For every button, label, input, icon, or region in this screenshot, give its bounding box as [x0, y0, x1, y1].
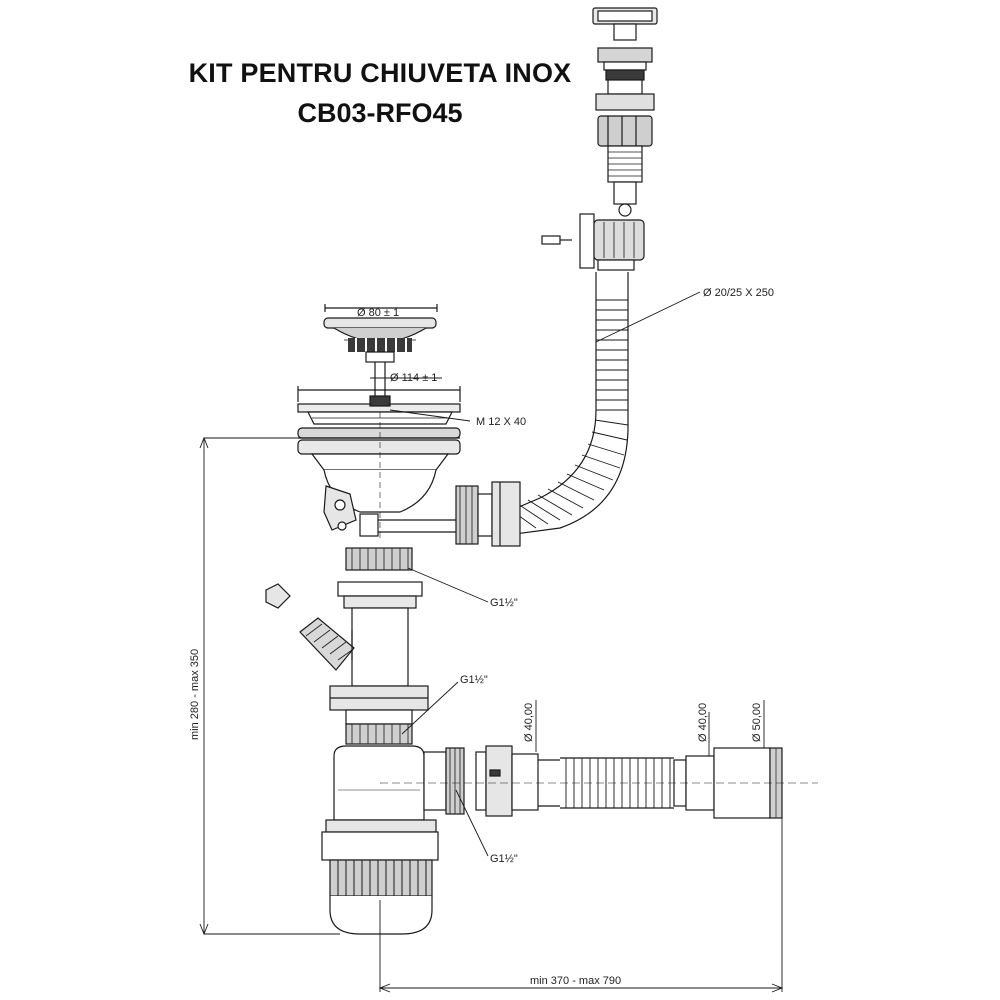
flange-diameter-label: Ø 114 ± 1: [390, 372, 437, 384]
upper-nut: [337, 547, 423, 687]
pipe-diameter-1-label: Ø 40,00: [523, 703, 535, 742]
bottle-trap: [321, 745, 439, 935]
height-range-label: min 280 - max 350: [189, 649, 201, 740]
overflow-cap: [592, 7, 658, 217]
length-range-label: min 370 - max 790: [530, 975, 621, 987]
diagram-title-line1: KIT PENTRU CHIUVETA INOX: [188, 58, 572, 88]
thread-trap-side-label: G1½": [490, 853, 518, 865]
overflow-hose-label: Ø 20/25 X 250: [703, 287, 774, 299]
overflow-head: [541, 213, 645, 271]
outlet-pipe: [380, 745, 818, 819]
pipe-diameter-3-label: Ø 50,00: [751, 703, 763, 742]
screw-label: M 12 X 40: [476, 416, 526, 428]
diagram-title-line2: CB03-RFO45: [297, 98, 463, 128]
side-inlet: [265, 583, 355, 671]
overflow-connector: [323, 481, 521, 547]
dimension-lines: [199, 291, 784, 993]
sink-flange: [297, 386, 461, 540]
strainer-basket: [323, 304, 438, 400]
thread-upper-label: G1½": [490, 597, 518, 609]
trap-upper-nut: [329, 685, 429, 745]
overflow-hose: [499, 272, 629, 537]
thread-trap-top-label: G1½": [460, 674, 488, 686]
pipe-diameter-2-label: Ø 40,00: [697, 703, 709, 742]
strainer-diameter-label: Ø 80 ± 1: [357, 307, 399, 319]
